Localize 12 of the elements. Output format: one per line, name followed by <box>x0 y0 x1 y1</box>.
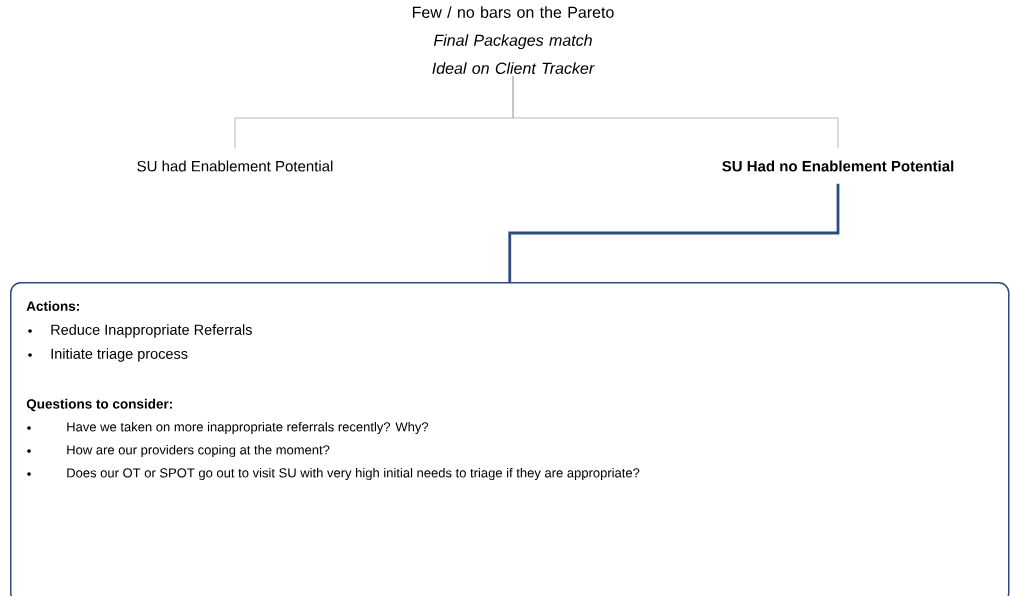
bullet-text: Reduce Inappropriate Referrals <box>51 324 252 338</box>
section-heading: Questions to consider: <box>26 398 172 412</box>
bullet-text: Does our OT or SPOT go out to visit SU with very high initial needs to triage if they are appropriate? <box>67 467 640 481</box>
bullet-text: Initiate triage process <box>51 348 188 362</box>
heading-text: Few / no bars on the Pareto Final Packages match Ideal on Client Tracker <box>412 6 614 74</box>
branch-label: SU had Enablement Potential <box>137 160 333 172</box>
bullet-text: Have we taken on more inappropriate referrals recently? Why? <box>67 421 429 435</box>
connector-line <box>512 75 839 149</box>
section-heading: Actions: <box>26 301 79 311</box>
connector-line <box>508 183 840 282</box>
bullet-text: How are our providers coping at the moment? <box>67 444 330 458</box>
branch-label: SU Had no Enablement Potential <box>722 160 954 172</box>
